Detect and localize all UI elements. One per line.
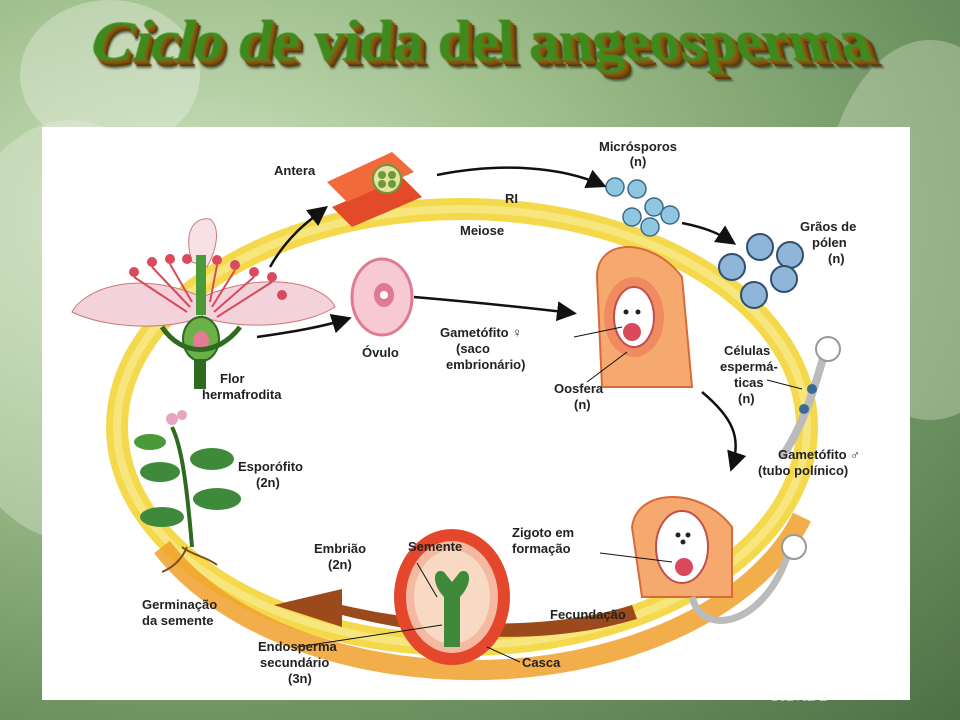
label-oosfera-1: Oosfera xyxy=(554,381,603,396)
label-microsporos-ploidy: (n) xyxy=(588,154,688,169)
sporophyte-plant-illustration xyxy=(134,410,241,572)
label-gametofito-f-1: Gametófito ♀ xyxy=(440,325,522,340)
label-embriao-1: Embrião xyxy=(314,541,366,556)
label-graos-3: (n) xyxy=(828,251,845,266)
label-gametofito-f-2: (saco xyxy=(456,341,490,356)
label-zigoto-1: Zigoto em xyxy=(512,525,574,540)
label-ri: RI xyxy=(505,191,518,206)
watermark: SYLVIE B xyxy=(772,690,828,706)
label-flor-2: hermafrodita xyxy=(202,387,281,402)
label-celulas-1: Células xyxy=(724,343,770,358)
label-germinacao-1: Germinação xyxy=(142,597,217,612)
label-germinacao-2: da semente xyxy=(142,613,214,628)
label-meiose: Meiose xyxy=(460,223,504,238)
label-graos-2: pólen xyxy=(812,235,847,250)
life-cycle-diagram: Antera Micrósporos (n) RI Meiose Grãos d… xyxy=(42,127,910,700)
label-gametofito-f-3: embrionário) xyxy=(446,357,525,372)
label-celulas-2: espermá- xyxy=(720,359,778,374)
label-endosperma-3: (3n) xyxy=(288,671,312,686)
label-oosfera-2: (n) xyxy=(574,397,591,412)
label-gametofito-m-1: Gametófito ♂ xyxy=(778,447,860,462)
label-flor-1: Flor xyxy=(220,371,245,386)
label-graos-1: Grãos de xyxy=(800,219,856,234)
zygote-ovule-illustration xyxy=(632,497,732,597)
label-ovulo: Óvulo xyxy=(362,345,399,360)
label-fecundacao: Fecundação xyxy=(550,607,626,622)
label-esporofito-1: Esporófito xyxy=(238,459,303,474)
label-casca: Casca xyxy=(522,655,560,670)
label-gametofito-m-2: (tubo polínico) xyxy=(758,463,848,478)
label-esporofito-2: (2n) xyxy=(256,475,280,490)
label-semente: Semente xyxy=(408,539,462,554)
label-celulas-4: (n) xyxy=(738,391,755,406)
label-endosperma-1: Endosperma xyxy=(258,639,337,654)
slide-title: Ciclo de vida del angeosperma xyxy=(0,9,960,77)
label-zigoto-2: formação xyxy=(512,541,571,556)
label-embriao-2: (2n) xyxy=(328,557,352,572)
label-microsporos: Micrósporos xyxy=(588,139,688,154)
label-celulas-3: ticas xyxy=(734,375,764,390)
label-endosperma-2: secundário xyxy=(260,655,329,670)
ovule-illustration xyxy=(352,259,412,335)
label-antera: Antera xyxy=(274,163,315,178)
